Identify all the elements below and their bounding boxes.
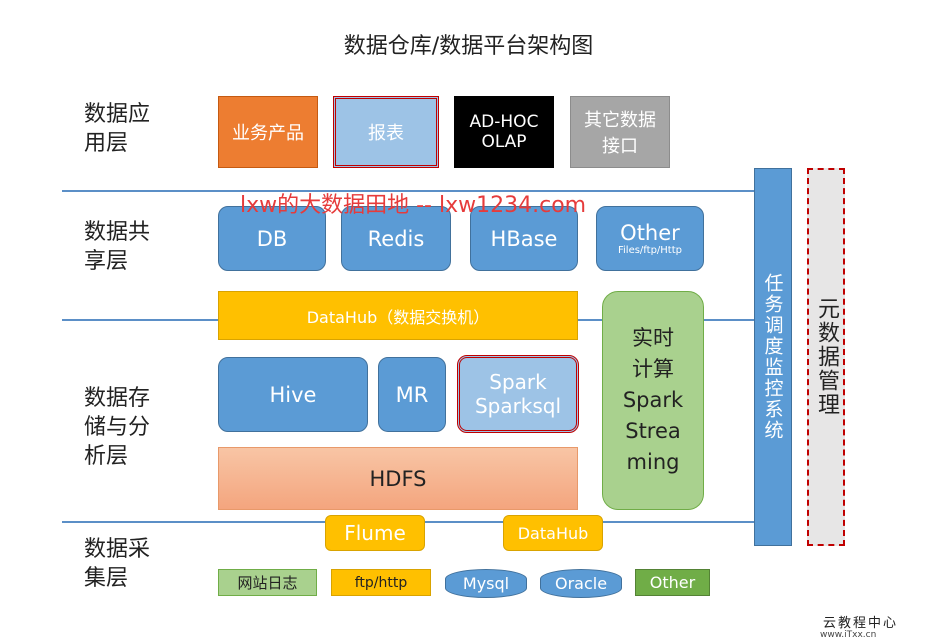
metadata-management-box: 元数据管理	[807, 168, 845, 546]
metadata-label: 元数据管理	[814, 297, 839, 417]
layer-label-line: 数据共	[84, 220, 151, 245]
watermark-text: lxw的大数据田地 -- lxw1234.com	[240, 193, 587, 218]
separator-application-sharing	[62, 190, 756, 192]
diagram-title: 数据仓库/数据平台架构图	[343, 34, 594, 59]
footer-url: www.iTxx.cn	[820, 630, 877, 640]
spark-sparksql-box: Spark Sparksql	[457, 355, 579, 433]
redis-box: Redis	[341, 206, 451, 271]
scheduler-label: 任务调度监控系统	[761, 273, 784, 441]
other-share-label: Other	[620, 221, 680, 245]
layer-label-line: 用层	[84, 131, 129, 156]
realtime-line: ming	[626, 450, 680, 474]
spark-line: Spark	[489, 370, 547, 394]
layer-label-storage: 数据存 储与分 析层	[84, 384, 150, 471]
other-data-api-box: 其它数据 接口	[570, 96, 670, 168]
adhoc-olap-box: AD-HOC OLAP	[454, 96, 554, 168]
layer-label-line: 储与分	[84, 415, 151, 440]
layer-label-line: 集层	[84, 566, 129, 591]
datahub-exchange-bar: DataHub（数据交换机）	[218, 291, 578, 340]
adhoc-line: AD-HOC	[469, 112, 539, 132]
layer-label-application: 数据应 用层	[84, 100, 150, 158]
realtime-line: Spark	[622, 388, 684, 412]
layer-label-line: 析层	[84, 444, 129, 469]
business-products-box: 业务产品	[218, 96, 318, 168]
realtime-line: 实时	[632, 326, 674, 350]
other-api-line: 其它数据	[584, 110, 656, 131]
source-ftp-http: ftp/http	[331, 569, 431, 596]
datahub-collect-box: DataHub	[503, 515, 603, 551]
realtime-spark-streaming-box: 实时 计算 Spark Strea ming	[602, 291, 704, 510]
sparksql-line: Sparksql	[474, 394, 562, 418]
flume-box: Flume	[325, 515, 425, 551]
realtime-line: Strea	[625, 419, 681, 443]
source-other: Other	[635, 569, 710, 596]
layer-label-line: 数据采	[84, 537, 151, 562]
source-oracle: Oracle	[540, 569, 622, 598]
hbase-box: HBase	[470, 206, 578, 271]
other-share-sublabel: Files/ftp/Http	[617, 245, 682, 256]
source-mysql: Mysql	[445, 569, 527, 598]
hive-box: Hive	[218, 357, 368, 432]
layer-label-sharing: 数据共 享层	[84, 218, 150, 276]
olap-line: OLAP	[481, 132, 527, 152]
layer-label-line: 享层	[84, 249, 129, 274]
report-box: 报表	[333, 96, 439, 168]
footer-brand: 云教程中心	[823, 616, 899, 631]
hdfs-box: HDFS	[218, 447, 578, 510]
other-api-line: 接口	[602, 136, 638, 157]
source-weblog: 网站日志	[218, 569, 317, 596]
layer-label-line: 数据应	[84, 102, 151, 127]
other-share-box: Other Files/ftp/Http	[596, 206, 704, 271]
realtime-line: 计算	[632, 357, 674, 381]
layer-label-line: 数据存	[84, 386, 151, 411]
task-scheduler-monitor-bar: 任务调度监控系统	[754, 168, 792, 546]
mr-box: MR	[378, 357, 446, 432]
db-box: DB	[218, 206, 326, 271]
layer-label-collection: 数据采 集层	[84, 535, 150, 593]
